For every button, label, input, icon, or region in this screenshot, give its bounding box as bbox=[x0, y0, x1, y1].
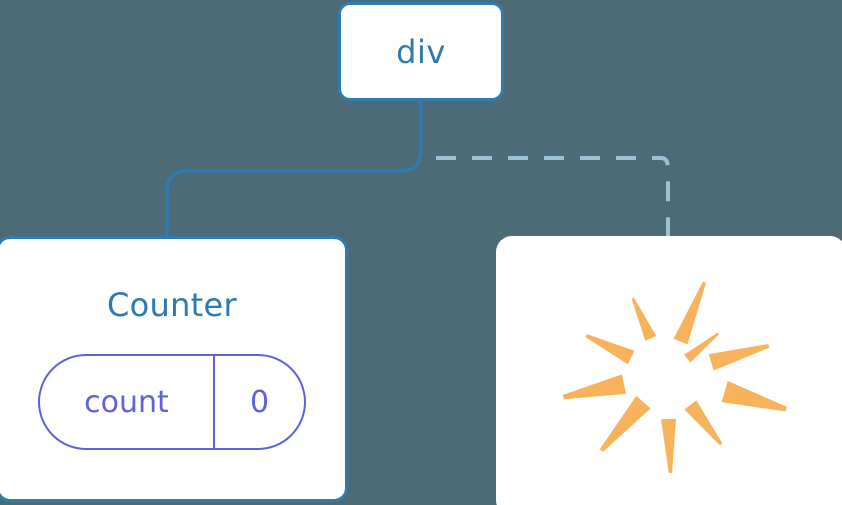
sparkle-ray-6 bbox=[661, 418, 677, 473]
prop-pill-count[interactable]: count 0 bbox=[38, 354, 306, 450]
node-div[interactable]: div bbox=[338, 2, 504, 101]
node-div-label: div bbox=[396, 32, 446, 71]
sparkle-burst-icon bbox=[562, 281, 787, 473]
connector-root-to-counter bbox=[165, 99, 423, 240]
prop-name-count: count bbox=[40, 356, 215, 448]
sparkle-ray-8 bbox=[562, 374, 627, 400]
prop-value-count: 0 bbox=[249, 384, 270, 420]
sparkle-ray-10 bbox=[631, 297, 657, 341]
connector-root-to-sparkle bbox=[436, 156, 670, 238]
sparkle-ray-9 bbox=[585, 334, 635, 365]
node-counter-label: Counter bbox=[107, 286, 237, 324]
node-counter[interactable]: Counter count 0 bbox=[0, 236, 348, 502]
sparkle-ray-3 bbox=[708, 343, 770, 371]
node-sparkle-card[interactable] bbox=[496, 236, 842, 505]
sparkle-ray-7 bbox=[599, 395, 651, 452]
sparkle-ray-2 bbox=[684, 332, 719, 363]
sparkle-ray-4 bbox=[721, 380, 787, 412]
sparkle-ray-1 bbox=[673, 281, 706, 345]
sparkle-ray-5 bbox=[684, 400, 723, 446]
